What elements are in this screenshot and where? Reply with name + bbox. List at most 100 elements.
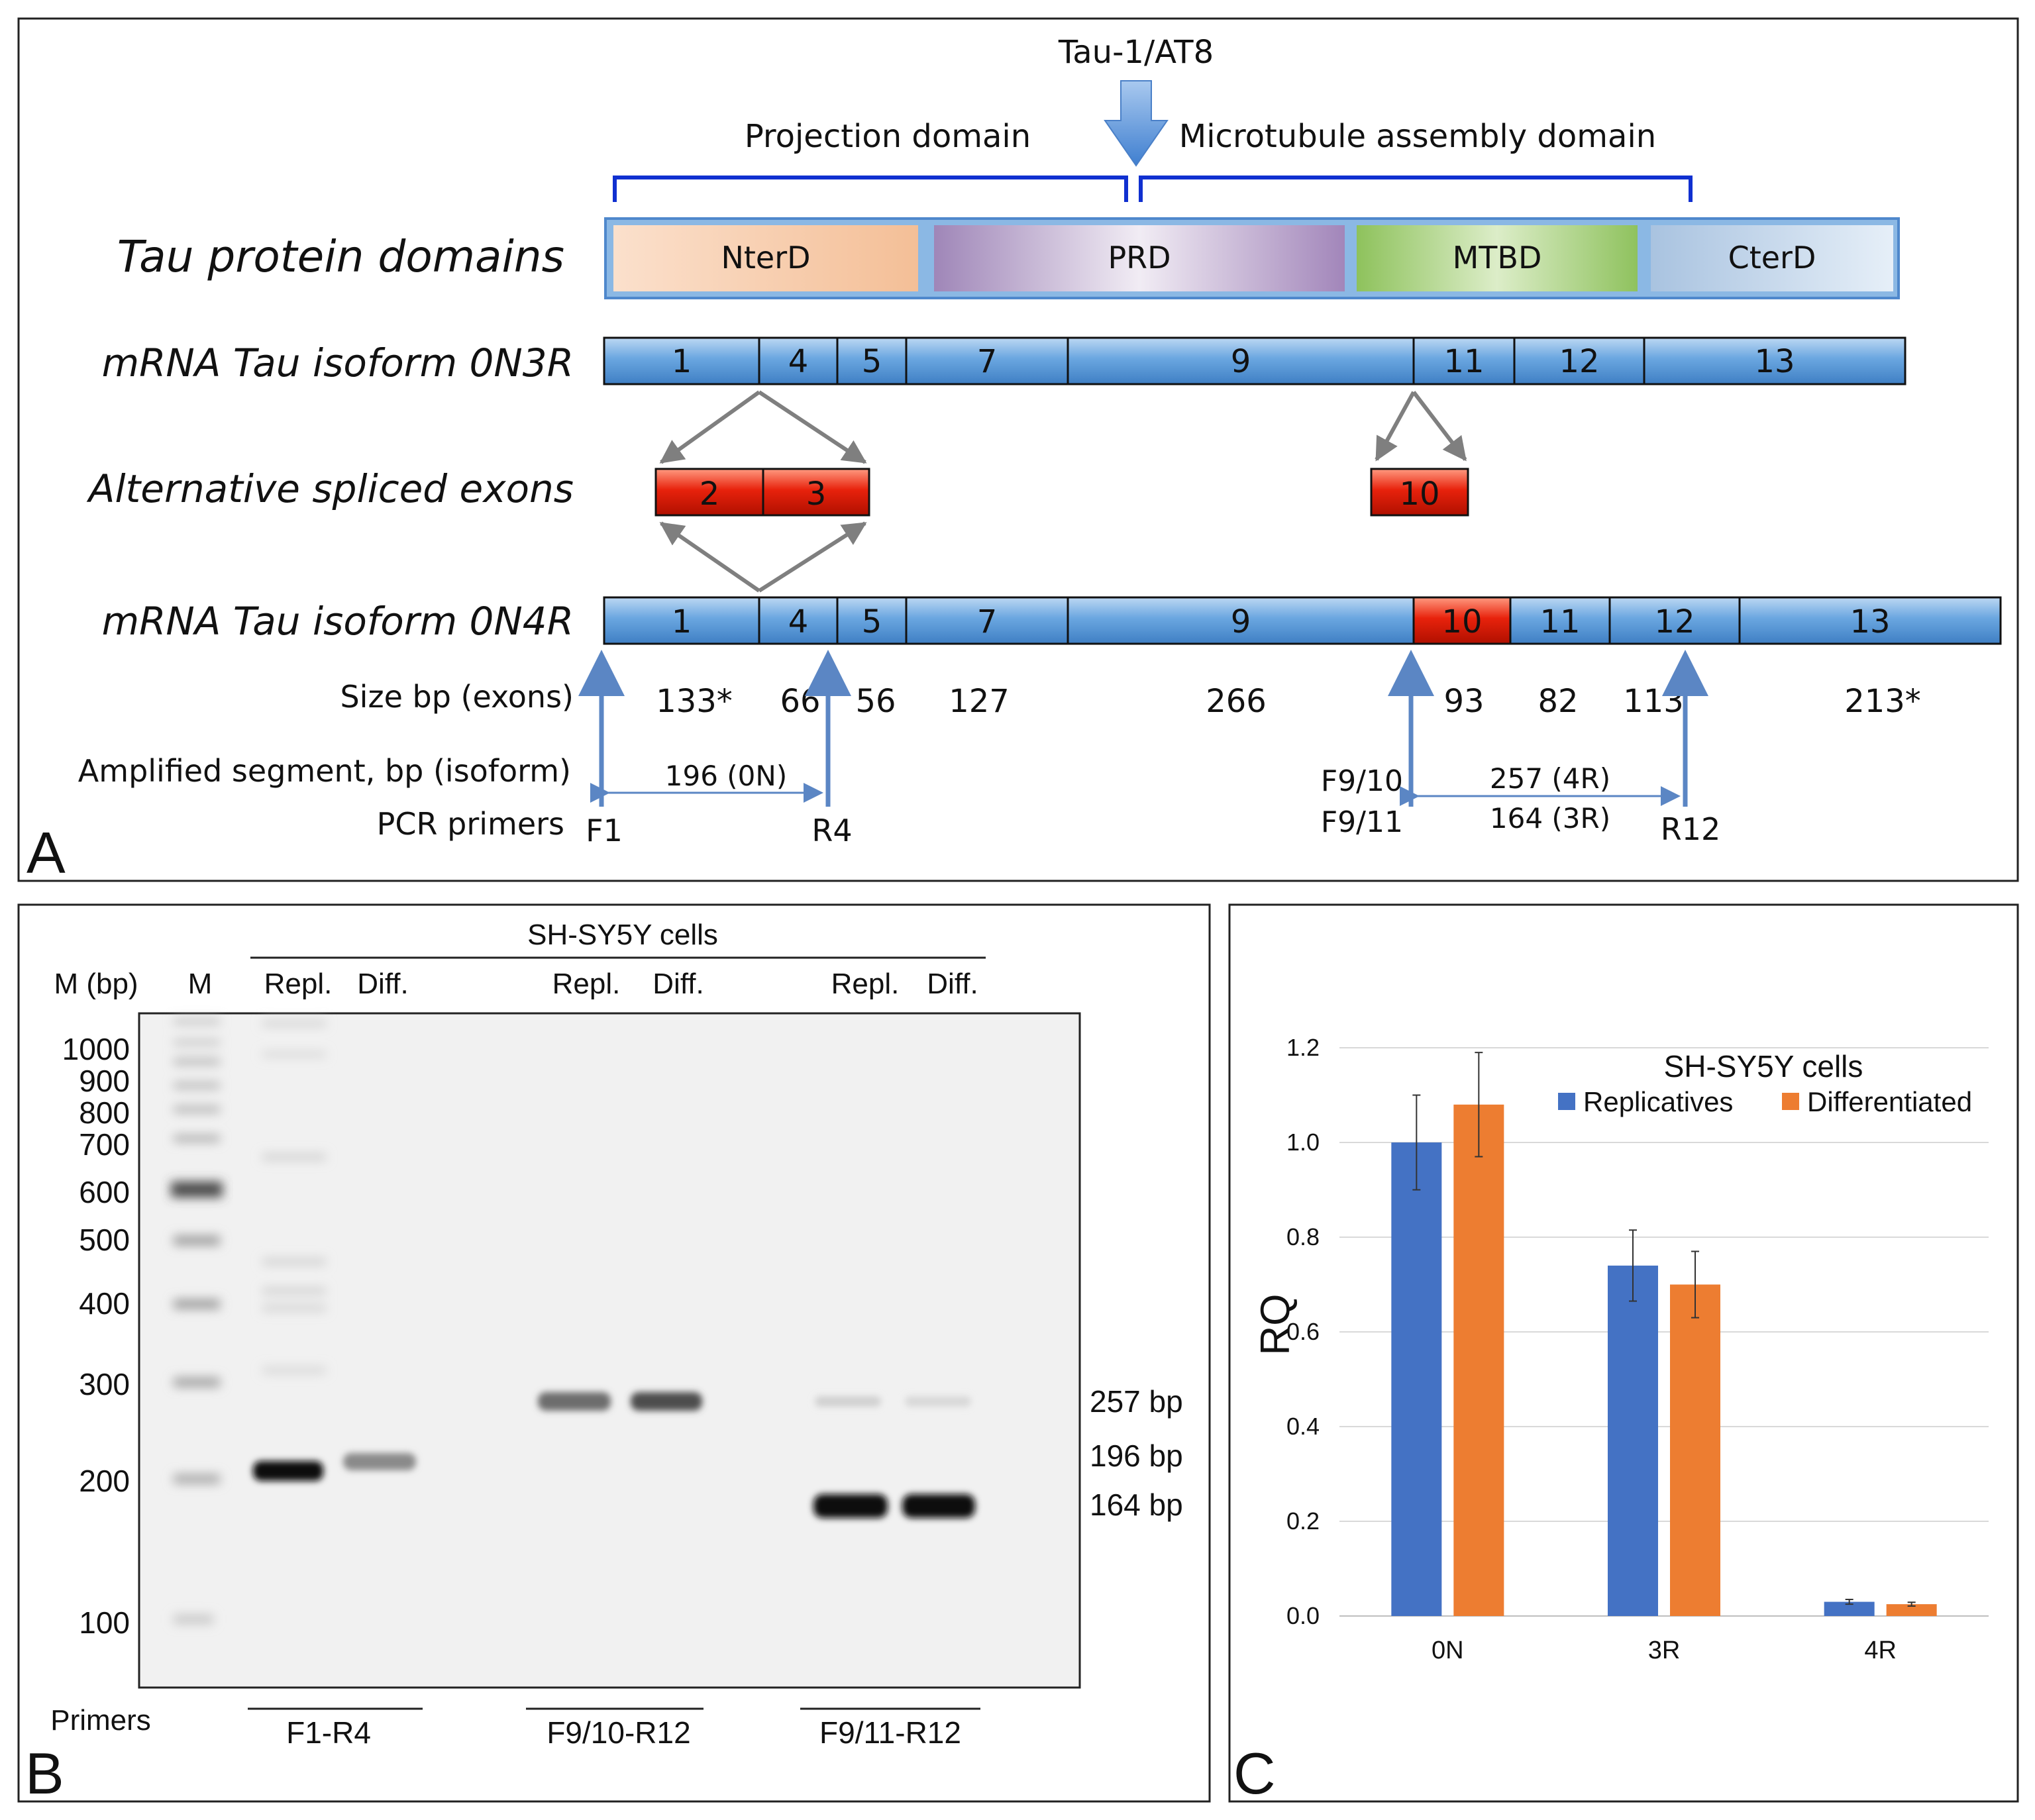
alt-exon-2 <box>654 468 764 517</box>
gel-image <box>138 1012 1081 1689</box>
exon-0n3r-9 <box>1067 336 1415 385</box>
legend-label-differentiated: Differentiated <box>1807 1086 1972 1117</box>
bar-differentiated-0n <box>1453 1104 1504 1616</box>
band-f911-diff-164 <box>902 1494 975 1518</box>
ladder-band <box>174 1040 220 1045</box>
ladder-bands <box>171 1019 223 1624</box>
row-label-primers: PCR primers <box>377 806 564 842</box>
ladder-band <box>174 1474 220 1484</box>
band-f911-diff-257 <box>905 1396 971 1407</box>
lane-m-label: M <box>188 968 213 1000</box>
bar-differentiated-4r <box>1886 1604 1937 1616</box>
marker-size: 600 <box>79 1175 130 1209</box>
row-label-alt-exons: Alternative spliced exons <box>86 466 574 511</box>
exon-0n4r-13 <box>1738 596 2002 645</box>
band-f910-repl-257 <box>538 1392 611 1411</box>
primer-set-label: F1-R4 <box>286 1715 371 1750</box>
domain-nterd <box>613 225 918 291</box>
domain-cterd <box>1651 225 1893 291</box>
y-tick-label: 0.0 <box>1286 1602 1320 1629</box>
splice-arrow-icon <box>758 521 867 593</box>
splice-arrow-icon <box>1412 391 1467 462</box>
alt-exon-3 <box>762 468 870 517</box>
alt-exon-label: 3 <box>806 476 827 513</box>
band-f910-diff-257 <box>631 1392 702 1411</box>
primers-label: Primers <box>50 1704 151 1737</box>
panel-c: C RQ SH-SY5Y cells Replicatives Differen… <box>1228 903 2019 1806</box>
marker-size: 800 <box>79 1095 130 1130</box>
ladder-band <box>174 1106 220 1113</box>
faint-band <box>262 1288 326 1294</box>
band-f1r4-diff-196 <box>343 1453 416 1470</box>
alt-exon-label: 10 <box>1399 476 1439 513</box>
marker-size: 100 <box>79 1605 130 1640</box>
lane-f1r4-repl-faint <box>262 1020 326 1374</box>
gel-bands <box>253 1392 975 1518</box>
exon-0n4r-1 <box>603 596 760 645</box>
row-label-0n3r: mRNA Tau isoform 0N3R <box>102 340 574 385</box>
panel-a: A Tau-1/AT8 Projection domain Microtubul… <box>17 17 2019 885</box>
band-f911-repl-257 <box>815 1396 881 1407</box>
gel-frame <box>138 1012 1081 1689</box>
exon-size: 56 <box>855 683 896 720</box>
ladder-band <box>174 1615 213 1624</box>
exon-0n3r-12 <box>1513 336 1645 385</box>
exon-0n4r-12 <box>1608 596 1741 645</box>
exon-size: 133* <box>656 683 733 720</box>
faint-band <box>262 1020 326 1027</box>
marker-header: M (bp) <box>54 968 138 1000</box>
row-label-size: Size bp (exons) <box>340 679 574 715</box>
microtubule-domain-label: Microtubule assembly domain <box>1179 118 1656 155</box>
splice-arrows <box>659 390 1467 593</box>
primer-arrows <box>578 650 1708 807</box>
bar-replicatives-3r <box>1608 1265 1658 1616</box>
exon-0n4r-label: 13 <box>1850 603 1890 640</box>
exon-0n4r-label: 7 <box>977 603 998 640</box>
lane-header: Repl. <box>264 968 333 1000</box>
splice-arrow-icon <box>1375 391 1416 462</box>
exon-0n4r-label: 9 <box>1231 603 1251 640</box>
amplicon-4r-label: 257 (4R) <box>1490 762 1610 795</box>
legend-swatch-replicatives <box>1558 1093 1575 1110</box>
ladder-band <box>174 1135 220 1142</box>
exon-0n3r-label: 9 <box>1231 343 1251 380</box>
lane-header: Diff. <box>357 968 408 1000</box>
y-tick-label: 0.4 <box>1286 1413 1320 1440</box>
primer-set-label: F9/10-R12 <box>547 1715 690 1750</box>
band-f911-repl-164 <box>813 1494 888 1518</box>
alt-exon-label: 2 <box>700 476 720 513</box>
primer-f910-label: F9/10 <box>1321 764 1403 798</box>
lane-header: Repl. <box>552 968 621 1000</box>
exon-0n4r-label: 12 <box>1654 603 1695 640</box>
exon-0n3r-label: 13 <box>1754 343 1795 380</box>
splice-arrow-icon <box>659 390 760 464</box>
band-label-196: 196 bp <box>1090 1439 1183 1473</box>
domain-mtbd <box>1357 225 1638 291</box>
exon-size: 266 <box>1206 683 1267 720</box>
cells-label: SH-SY5Y cells <box>527 919 718 951</box>
ladder-band <box>174 1299 220 1309</box>
chart-y-ticks: 0.00.20.40.60.81.01.2 <box>1286 1034 1320 1629</box>
exon-size: 213* <box>1844 683 1921 720</box>
exon-0n4r-10 <box>1412 596 1512 645</box>
panel-b: B SH-SY5Y cells M (bp) M Repl. Diff. Rep… <box>17 903 1211 1806</box>
y-tick-label: 1.0 <box>1286 1129 1320 1156</box>
row-label-protein: Tau protein domains <box>117 231 564 282</box>
exon-0n3r-label: 7 <box>977 343 998 380</box>
primer-r12-label: R12 <box>1661 811 1721 847</box>
y-tick-label: 1.2 <box>1286 1034 1320 1061</box>
band-f1r4-repl-196 <box>253 1461 323 1481</box>
ladder-band <box>174 1378 220 1387</box>
ladder-band <box>174 1019 220 1024</box>
exon-0n3r-1 <box>603 336 760 385</box>
exon-0n4r-label: 5 <box>862 603 882 640</box>
exons-0n4r: 1 4 5 7 9 10 11 12 13 <box>603 596 2002 645</box>
chart-bars <box>1391 1052 1937 1616</box>
domain-label-mtbd: MTBD <box>1453 240 1542 276</box>
faint-band <box>262 1052 326 1057</box>
microtubule-domain-bracket <box>1139 176 1693 202</box>
x-tick-label: 4R <box>1864 1637 1897 1664</box>
exon-0n4r-7 <box>905 596 1069 645</box>
primer-set-label: F9/11-R12 <box>819 1715 961 1750</box>
